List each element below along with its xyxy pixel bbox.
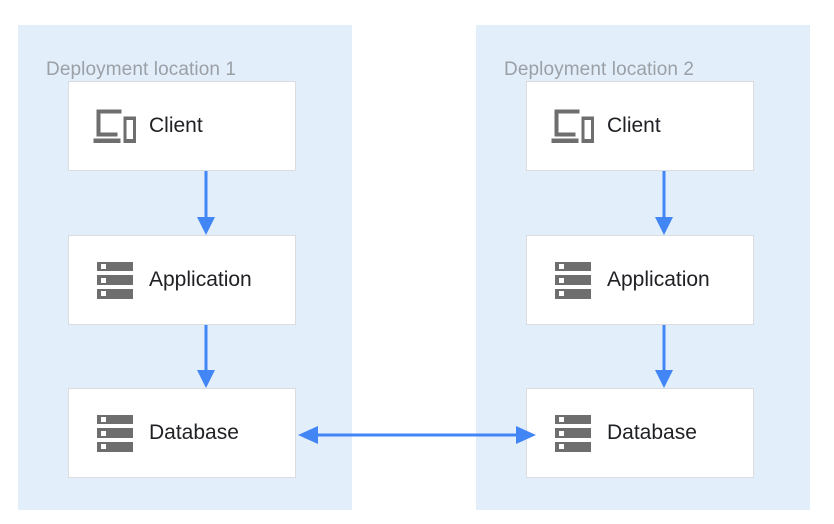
server-stack-icon (87, 414, 143, 452)
zone-1-node-database[interactable]: Database (68, 388, 296, 478)
deployment-zone-1: Deployment location 1 Client (18, 25, 352, 510)
zone-2-node-application-label: Application (607, 268, 710, 291)
client-devices-icon (545, 107, 601, 145)
arrow-zone-1-client-to-application (197, 171, 215, 235)
arrow-zone-2-client-to-application (655, 171, 673, 235)
zone-2-node-database[interactable]: Database (526, 388, 754, 478)
arrow-zone-2-application-to-database (655, 325, 673, 388)
zone-2-node-client[interactable]: Client (526, 81, 754, 171)
server-stack-icon (545, 261, 601, 299)
zone-1-node-application-label: Application (149, 268, 252, 291)
server-stack-icon (545, 414, 601, 452)
client-devices-icon (87, 107, 143, 145)
zone-1-title: Deployment location 1 (46, 59, 237, 80)
zone-2-title: Deployment location 2 (504, 59, 695, 80)
server-stack-icon (87, 261, 143, 299)
zone-2-node-database-label: Database (607, 421, 697, 444)
zone-2-node-client-label: Client (607, 114, 661, 137)
deployment-zone-2: Deployment location 2 Client (476, 25, 810, 510)
zone-2-node-application[interactable]: Application (526, 235, 754, 325)
arrow-zone-1-application-to-database (197, 325, 215, 388)
zone-1-node-client-label: Client (149, 114, 203, 137)
zone-1-node-client[interactable]: Client (68, 81, 296, 171)
zone-1-node-database-label: Database (149, 421, 239, 444)
zone-1-node-application[interactable]: Application (68, 235, 296, 325)
